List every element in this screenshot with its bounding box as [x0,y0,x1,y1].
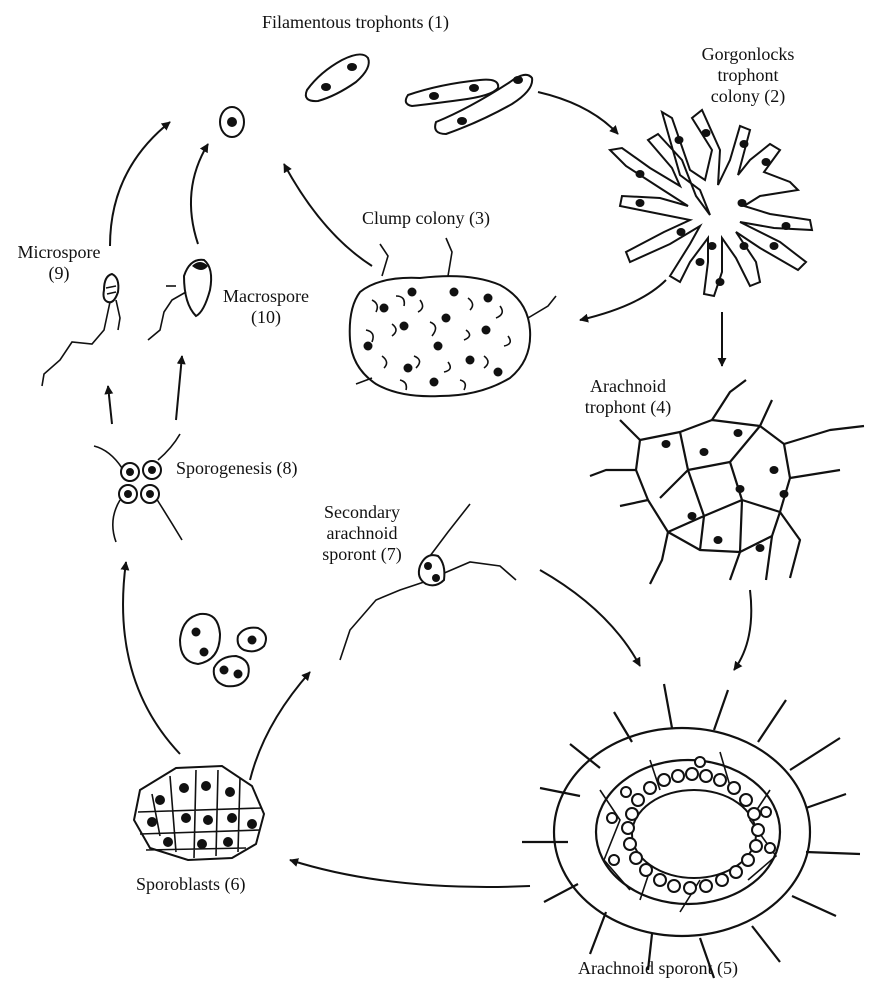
label-filamentous-trophonts: Filamentous trophonts (1) [262,12,449,32]
label-line: Secondary [324,502,400,522]
secondary-sporont-illustration [339,503,517,661]
label-clump-colony: Clump colony (3) [362,208,490,228]
label-line: trophont [717,65,779,85]
arachnoid-trophont-illustration [589,379,865,585]
label-microspore: Microspore (9) [14,242,104,284]
microspore-illustration [41,272,121,387]
label-arachnoid-sporont: Arachnoid sporont (5) [578,958,738,978]
label-line: (9) [48,263,70,283]
label-arachnoid-trophont: Arachnoid trophont (4) [572,376,684,418]
label-sporoblasts: Sporoblasts (6) [136,874,246,894]
label-line: arachnoid [326,523,398,543]
label-sporogenesis: Sporogenesis (8) [176,458,298,478]
filamentous-trophonts-illustration [219,53,534,138]
label-line: Macrospore [223,286,309,306]
label-line: Gorgonlocks [701,44,795,64]
label-line: Microspore [17,242,101,262]
sporogenesis-illustration [93,433,183,543]
clump-colony-illustration [348,237,557,398]
label-secondary-sporont: Secondary arachnoid sporont (7) [306,502,418,565]
label-line: colony (2) [710,86,786,106]
label-line: trophont (4) [584,397,672,417]
sporoblasts-illustration [132,612,267,862]
label-line: (10) [251,307,281,327]
sporont-cell-ring [606,756,776,895]
arachnoid-sporont-illustration [522,683,861,979]
gorgonlocks-colony-illustration [607,108,814,298]
label-line: Arachnoid [590,376,666,396]
label-gorgonlocks-colony: Gorgonlocks trophont colony (2) [674,44,822,107]
cycle-arrows [104,91,753,888]
macrospore-illustration [147,258,213,341]
label-macrospore: Macrospore (10) [214,286,318,328]
label-line: sporont (7) [322,544,402,564]
